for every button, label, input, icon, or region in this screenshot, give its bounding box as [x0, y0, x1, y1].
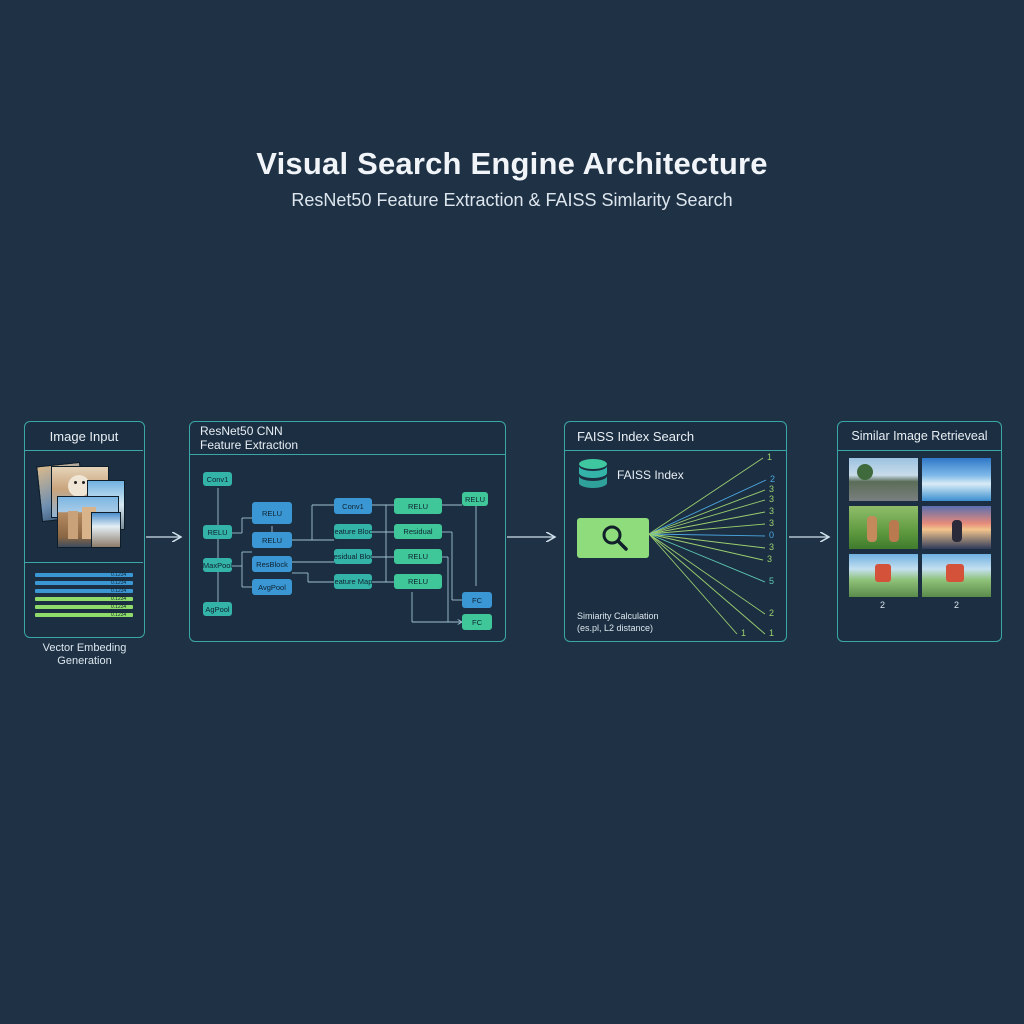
- similarity-ray: [648, 533, 766, 583]
- result-thumb-3: [849, 506, 918, 549]
- result-thumb-6: [922, 554, 991, 597]
- embedding-value: 0.1234: [111, 604, 127, 610]
- cnn-node-fc1: FC: [462, 592, 492, 608]
- cnn-title-line1: ResNet50 CNN: [200, 424, 283, 438]
- embedding-bar: [35, 589, 133, 593]
- similarity-score: 0: [769, 530, 775, 540]
- result-label-1: 2: [880, 600, 886, 610]
- cnn-node-avgpool: AvgPool: [252, 579, 292, 595]
- similarity-ray: [648, 533, 766, 615]
- retrieval-panel: Similar Image Retrieveal 2 2: [837, 421, 1002, 642]
- similarity-ray: [648, 533, 764, 561]
- embedding-bar: [35, 573, 133, 577]
- embedding-value: 0.1234: [111, 572, 127, 578]
- cnn-node-residual-block: Residual Block: [334, 549, 372, 564]
- similarity-ray: [648, 489, 766, 535]
- cnn-node-relu3: RELU: [394, 549, 442, 564]
- cnn-node-conv1: Conv1: [203, 472, 232, 486]
- cnn-node-conv2: Conv1: [334, 498, 372, 514]
- database-icon: [579, 459, 607, 488]
- cnn-panel: ResNet50 CNN Feature Extraction Conv1 RE…: [189, 421, 506, 642]
- similarity-score: 3: [767, 554, 773, 564]
- page-subtitle: ResNet50 Feature Extraction & FAISS Siml…: [291, 190, 733, 210]
- similarity-score: 1: [769, 628, 775, 638]
- similarity-score: 3: [769, 506, 775, 516]
- similarity-ray: [648, 457, 764, 535]
- similarity-score: 2: [769, 608, 775, 618]
- similarity-calc-line2: (es.pl, L2 distance): [577, 623, 654, 633]
- faiss-index-label: FAISS Index: [617, 468, 684, 482]
- cnn-node-relu4: RELU: [394, 574, 442, 589]
- cnn-node-resblock: ResBlock: [252, 556, 292, 572]
- embedding-value: 0.1234: [111, 596, 127, 602]
- faiss-panel-title: FAISS Index Search: [577, 429, 695, 444]
- result-thumb-4: [922, 506, 991, 549]
- similarity-score: 3: [769, 494, 775, 504]
- similarity-score: 2: [770, 474, 776, 484]
- result-label-2: 2: [954, 600, 960, 610]
- similarity-ray: [648, 479, 767, 535]
- cnn-node-relu2: RELU: [394, 498, 442, 514]
- similarity-ray: [648, 533, 766, 635]
- similarity-calculation-label: Simiarity Calculation (es.pl, L2 distanc…: [577, 610, 659, 634]
- input-image-card-small: [91, 512, 121, 548]
- similarity-ray: [648, 533, 766, 549]
- similarity-score: 5: [769, 576, 775, 586]
- cnn-node-residual: Residual: [394, 524, 442, 539]
- embedding-value: 0.1234: [111, 588, 127, 594]
- similarity-calc-line1: Simiarity Calculation: [577, 611, 659, 621]
- similarity-ray: [648, 533, 738, 635]
- vector-embedding-caption-line2: Generation: [57, 655, 112, 667]
- cnn-panel-title: ResNet50 CNN Feature Extraction: [200, 424, 298, 452]
- search-icon: [602, 525, 628, 551]
- page-title: Visual Search Engine Architecture: [256, 146, 768, 181]
- cnn-connections: [217, 488, 477, 643]
- image-input-title: Image Input: [49, 429, 119, 444]
- result-thumb-2: [922, 458, 991, 501]
- similarity-score: 3: [769, 542, 775, 552]
- cnn-node-feature-maps: Feature Maps: [334, 574, 372, 589]
- similarity-score: 1: [767, 452, 773, 462]
- similarity-ray: [648, 499, 766, 535]
- similarity-score: 1: [741, 628, 747, 638]
- similarity-score: 3: [769, 484, 775, 494]
- image-input-panel: Image Input 0.1234 0.1234 0.1234 0.1234 0.12…: [24, 421, 145, 638]
- cnn-node-feature-block: Feature Block: [334, 524, 372, 539]
- search-query-box: [577, 518, 649, 558]
- embedding-bar: [35, 613, 133, 617]
- cnn-title-line2: Feature Extraction: [200, 438, 299, 452]
- similarity-score: 3: [769, 518, 775, 528]
- cnn-node-maxpool: MaxPool: [203, 558, 232, 572]
- similarity-ray: [648, 533, 766, 537]
- similarity-ray: [648, 523, 766, 535]
- embedding-bar: [35, 597, 133, 601]
- cnn-node-relu-a: RELU: [203, 525, 232, 539]
- cnn-node-fc2: FC: [462, 614, 492, 630]
- cnn-node-relu-c: RELU: [252, 532, 292, 548]
- cnn-node-agpool: AgPool: [203, 602, 232, 616]
- embedding-value: 0.1234: [111, 612, 127, 618]
- embedding-value: 0.1234: [111, 580, 127, 586]
- similarity-ray: [648, 511, 766, 535]
- cnn-node-relu5: RELU: [462, 492, 488, 506]
- vector-embedding-caption: Vector Embeding Generation: [24, 642, 145, 668]
- embedding-bar: [35, 581, 133, 585]
- result-thumb-1: [849, 458, 918, 501]
- result-thumb-5: [849, 554, 918, 597]
- embedding-bar: [35, 605, 133, 609]
- similarity-rays: [648, 457, 767, 635]
- cnn-node-relu-b: RELU: [252, 502, 292, 524]
- retrieval-panel-title: Similar Image Retrieveal: [851, 429, 988, 443]
- vector-embedding-caption-line1: Vector Embeding: [42, 642, 127, 654]
